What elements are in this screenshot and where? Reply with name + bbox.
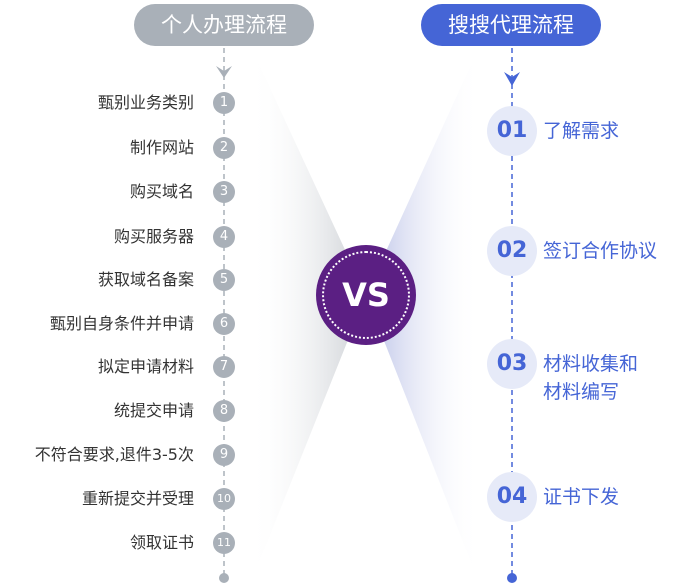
right-step-line: 证书下发 xyxy=(543,486,620,508)
left-step-number: 5 xyxy=(213,269,235,291)
left-step-number: 9 xyxy=(213,444,235,466)
left-step-label: 甄别自身条件并申请 xyxy=(49,314,194,333)
personal-process-title: 个人办理流程 xyxy=(134,4,314,46)
left-step-label: 拟定申请材料 xyxy=(97,357,194,376)
left-step-number: 1 xyxy=(213,92,235,114)
right-step-number: 02 xyxy=(487,226,537,276)
left-step-label: 制作网站 xyxy=(129,138,194,157)
left-step-number: 6 xyxy=(213,313,235,335)
right-step-line: 签订合作协议 xyxy=(543,240,658,262)
agency-process-title: 搜搜代理流程 xyxy=(421,4,601,46)
left-step-label: 不符合要求,退件3-5次 xyxy=(34,445,194,464)
left-step-number: 4 xyxy=(213,226,235,248)
right-step-line: 材料编写 xyxy=(543,381,620,403)
left-step-number: 2 xyxy=(213,137,235,159)
left-step-number: 8 xyxy=(213,400,235,422)
left-step-number: 7 xyxy=(213,356,235,378)
right-step-label: 了解需求 xyxy=(543,117,619,145)
right-arrow-icon xyxy=(504,72,520,86)
right-step-number: 01 xyxy=(487,106,537,156)
left-step-number: 11 xyxy=(213,532,235,554)
right-step-label: 签订合作协议 xyxy=(543,237,657,265)
vs-text: VS xyxy=(342,276,390,314)
right-step-line: 了解需求 xyxy=(543,120,620,142)
left-step-number: 3 xyxy=(213,181,235,203)
vs-dotted-ring xyxy=(322,251,410,339)
left-step-label: 购买服务器 xyxy=(113,227,194,246)
right-step-label: 材料收集和材料编写 xyxy=(543,350,638,406)
right-step-line: 材料收集和 xyxy=(543,353,639,375)
left-step-label: 甄别业务类别 xyxy=(97,93,194,112)
left-end-dot xyxy=(219,573,229,583)
right-end-dot xyxy=(507,573,517,583)
left-step-label: 购买域名 xyxy=(129,182,194,201)
left-step-label: 重新提交并受理 xyxy=(81,489,194,508)
left-step-label: 统提交申请 xyxy=(113,401,194,420)
right-step-number: 03 xyxy=(487,339,537,389)
left-step-number: 10 xyxy=(213,488,235,510)
right-step-label: 证书下发 xyxy=(543,483,619,511)
blue-cone xyxy=(366,45,480,585)
left-step-label: 领取证书 xyxy=(129,533,194,552)
left-step-label: 获取域名备案 xyxy=(97,270,194,289)
left-arrow-icon xyxy=(216,66,232,78)
gray-cone xyxy=(250,45,366,585)
vs-badge: VS xyxy=(316,245,416,345)
right-step-number: 04 xyxy=(487,472,537,522)
